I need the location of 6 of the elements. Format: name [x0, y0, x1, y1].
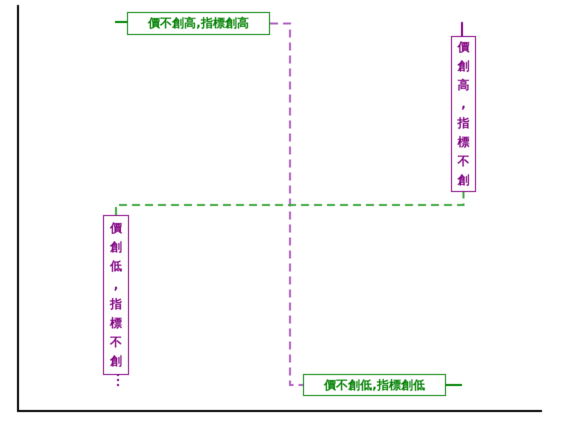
connector-line [270, 22, 303, 386]
label-box: 價創低,指標不創 [103, 215, 129, 375]
label-box: 價不創高,指標創高 [127, 12, 270, 35]
label-box: 價不創低,指標創低 [303, 374, 446, 396]
label-box: 價創高,指標不創 [451, 36, 476, 192]
connector-line [115, 192, 464, 215]
